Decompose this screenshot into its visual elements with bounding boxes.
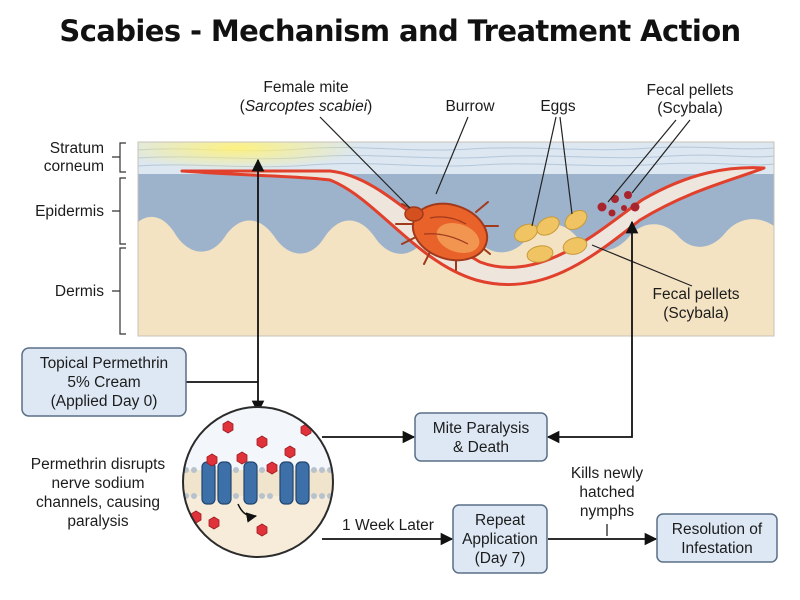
- sodium-channels: [201, 461, 310, 505]
- resolution-box: Resolution of Infestation: [656, 513, 778, 563]
- fecal-right-label-line1: Fecal pellets: [652, 286, 739, 303]
- ion-flow-arrow: [237, 503, 258, 523]
- skin-cross-section: [138, 142, 774, 336]
- permethrin-line2: 5% Cream: [67, 374, 140, 391]
- sodium-channel: [217, 461, 232, 505]
- mechanism-line4: paralysis: [67, 513, 128, 530]
- paralysis-line1: Mite Paralysis: [433, 420, 530, 437]
- kills-label-line1: Kills newly: [571, 465, 644, 482]
- repeat-line1: Repeat: [475, 512, 526, 529]
- mechanism-line3: channels, causing: [36, 494, 160, 511]
- resolution-line1: Resolution of: [672, 521, 763, 538]
- epidermis-label: Epidermis: [35, 203, 104, 220]
- kills-label-line2: hatched: [579, 484, 634, 501]
- diagram-title: Scabies - Mechanism and Treatment Action: [59, 14, 741, 48]
- fecal-top-label-line2: (Scybala): [657, 100, 722, 117]
- mechanism-line2: nerve sodium: [51, 475, 144, 492]
- flow-arrows: [186, 158, 658, 546]
- stratum-label-line1: Stratum: [50, 140, 104, 157]
- paralysis-box: Mite Paralysis & Death: [414, 412, 548, 462]
- arrow-paralysis-to-pellets: [546, 220, 639, 444]
- fecal-pellets: [597, 191, 640, 217]
- burrow-tunnel: [180, 166, 766, 286]
- repeat-box: Repeat Application (Day 7): [452, 504, 548, 574]
- skin-frame: [137, 141, 775, 337]
- female-mite: [395, 201, 499, 271]
- permethrin-box: Topical Permethrin 5% Cream (Applied Day…: [21, 347, 187, 417]
- resolution-line2: Infestation: [681, 540, 753, 557]
- paralysis-line2: & Death: [453, 439, 509, 456]
- mechanism-line1: Permethrin disrupts: [31, 456, 166, 473]
- permethrin-line3: (Applied Day 0): [51, 393, 158, 410]
- stratum-label-line2: corneum: [44, 158, 104, 175]
- sodium-channel-magnifier: [182, 406, 334, 558]
- sodium-channel: [295, 461, 310, 505]
- layer-brackets: [112, 142, 126, 335]
- dermis-label: Dermis: [55, 283, 104, 300]
- repeat-line2: Application: [462, 531, 538, 548]
- permethrin-line1: Topical Permethrin: [40, 355, 168, 372]
- burrow-label: Burrow: [445, 98, 495, 115]
- week-later-label: 1 Week Later: [342, 517, 434, 534]
- sodium-channel: [243, 461, 258, 505]
- mite-label-line2: (Sarcoptes scabiei): [240, 98, 373, 115]
- mite-label-line1: Female mite: [263, 79, 348, 96]
- repeat-line3: (Day 7): [475, 550, 526, 567]
- callout-leader-lines: [319, 116, 693, 287]
- sodium-channel: [279, 461, 294, 505]
- eggs-label: Eggs: [540, 98, 576, 115]
- permethrin-surface-glow: [138, 142, 361, 170]
- fecal-top-label-line1: Fecal pellets: [646, 82, 733, 99]
- kills-label-line3: nymphs: [580, 503, 635, 520]
- fecal-right-label-line2: (Scybala): [663, 305, 728, 322]
- sodium-channel: [201, 461, 216, 505]
